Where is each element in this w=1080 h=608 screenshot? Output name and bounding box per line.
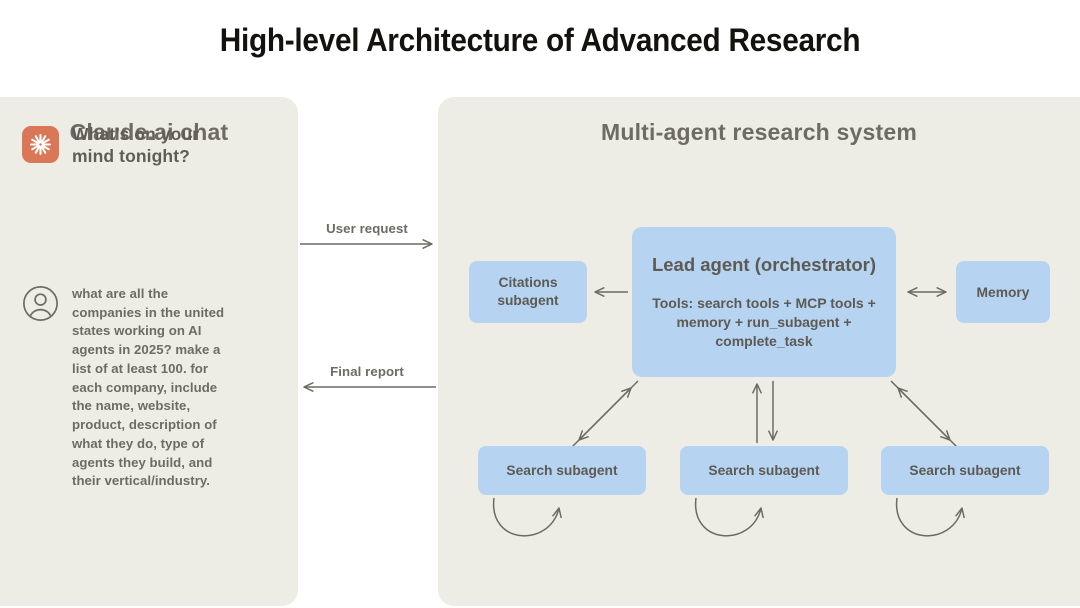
claude-logo-icon	[22, 126, 59, 163]
memory-label: Memory	[976, 284, 1030, 300]
search-subagent-box-3[interactable]: Search subagent	[881, 446, 1049, 495]
search-subagent-box-1[interactable]: Search subagent	[478, 446, 646, 495]
citations-subagent-box[interactable]: Citations subagent	[469, 261, 587, 323]
claude-greeting-text: What’s on your mind tonight?	[72, 124, 200, 166]
claude-chat-panel: Claude.ai chat	[0, 97, 298, 606]
multi-agent-system-panel-title: Multi-agent research system	[600, 119, 917, 145]
user-message-text: what are all the companies in the united…	[72, 286, 225, 489]
user-avatar-icon	[22, 285, 59, 322]
page-title: High-level Architecture of Advanced Rese…	[219, 22, 861, 58]
citations-subagent-label: Citations subagent	[497, 274, 559, 308]
lead-agent-box[interactable]: Lead agent (orchestrator) Tools: search …	[632, 227, 896, 377]
claude-greeting-row: What’s on your mind tonight?	[22, 124, 242, 168]
flow-label-user-request: User request	[326, 221, 408, 236]
lead-agent-tools: Tools: search tools + MCP tools + memory…	[652, 294, 876, 349]
flow-label-final-report: Final report	[330, 364, 404, 379]
search-subagent-label-1: Search subagent	[506, 463, 618, 478]
memory-box[interactable]: Memory	[956, 261, 1050, 323]
lead-agent-title: Lead agent (orchestrator)	[651, 254, 877, 276]
user-message-row: what are all the companies in the united…	[22, 285, 234, 491]
search-subagent-label-2: Search subagent	[708, 463, 820, 478]
search-subagent-label-3: Search subagent	[909, 463, 1021, 478]
search-subagent-box-2[interactable]: Search subagent	[680, 446, 848, 495]
claude-chat-panel-title: Claude.ai chat	[69, 119, 229, 145]
